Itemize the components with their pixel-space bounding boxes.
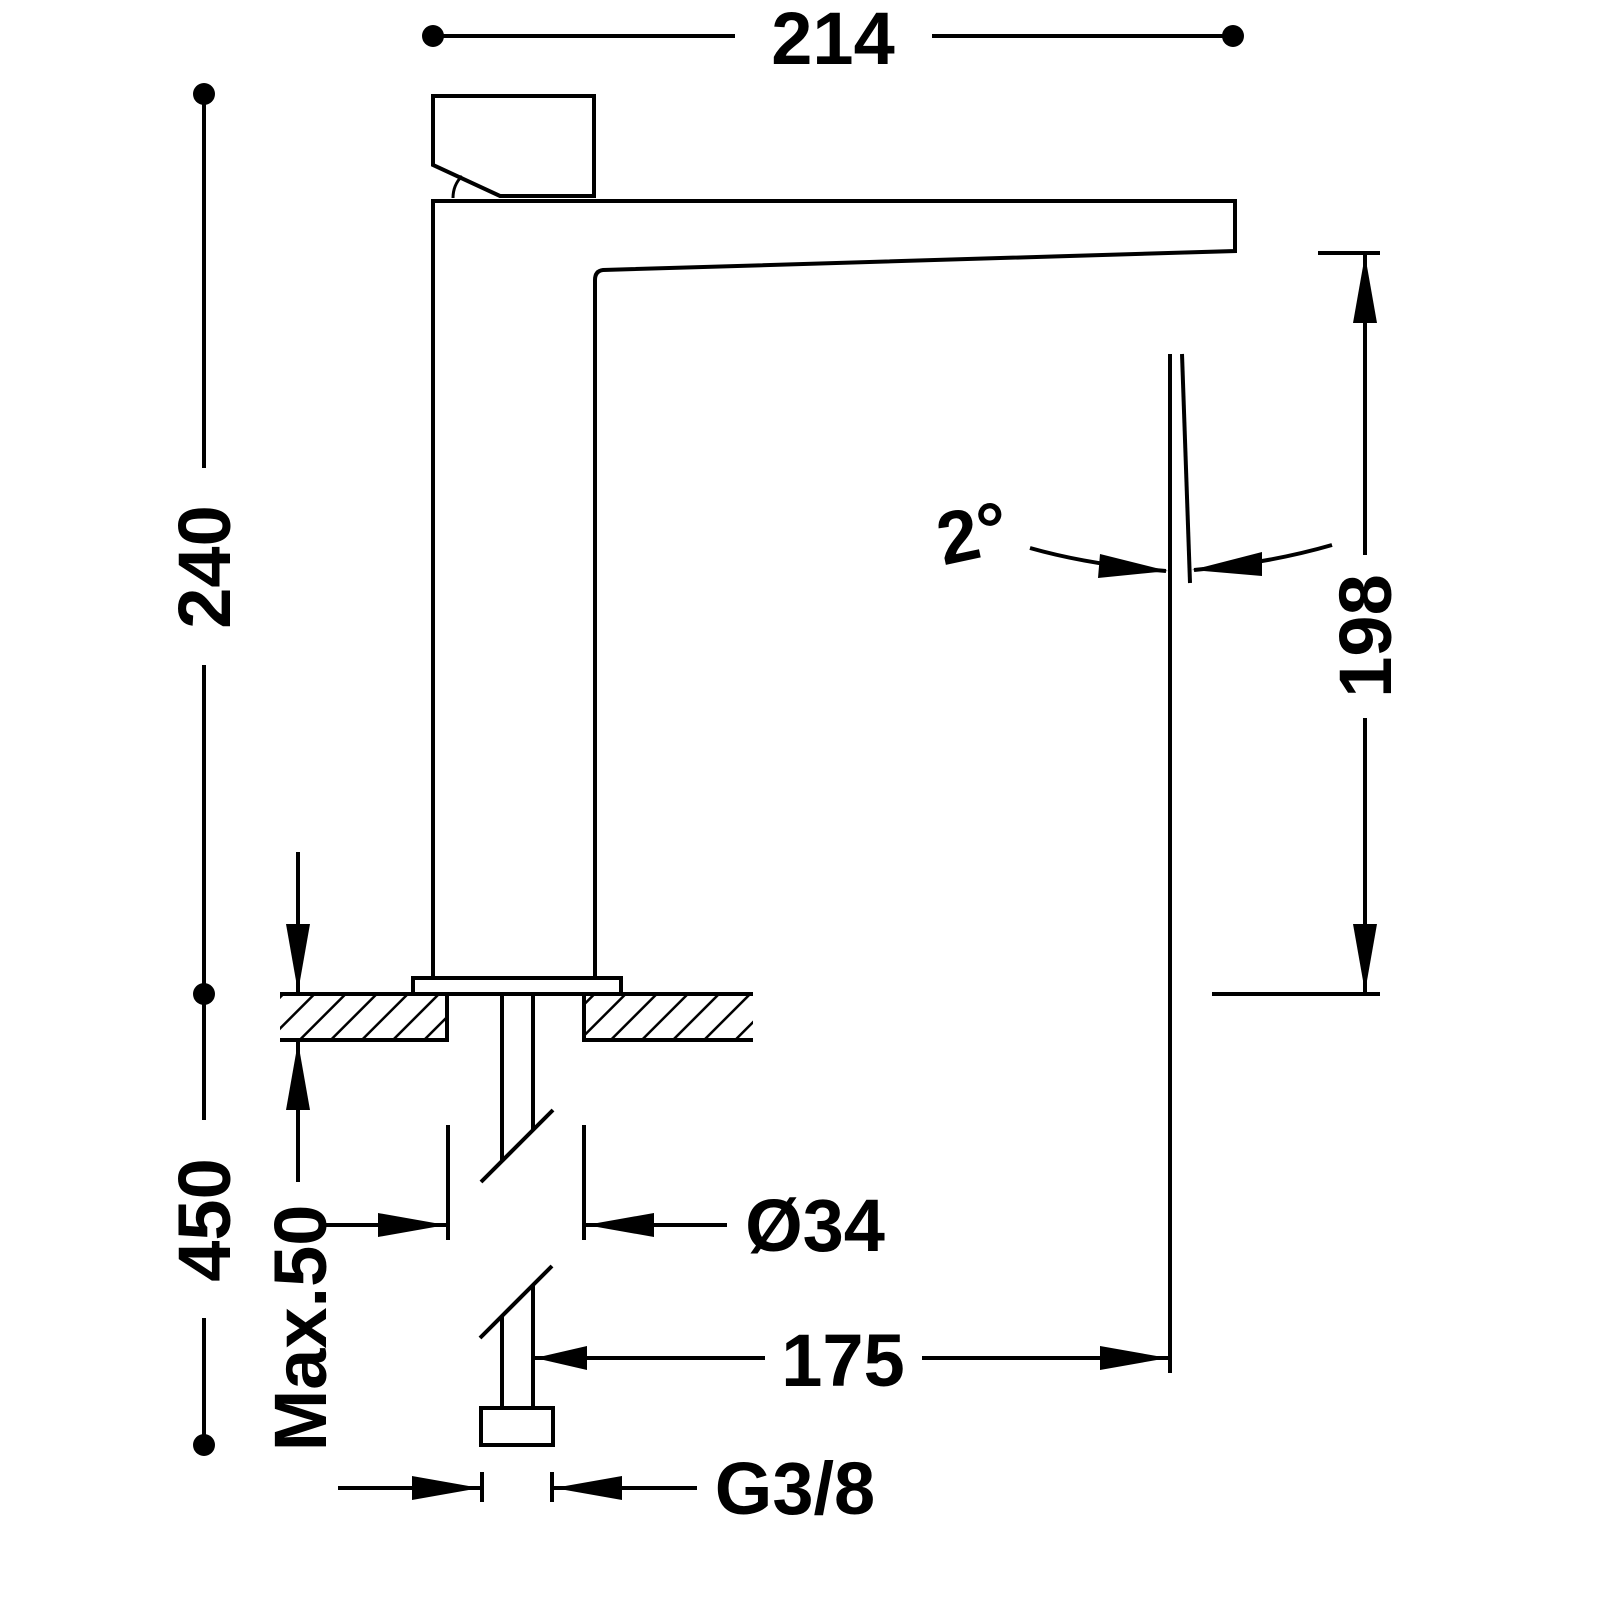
faucet-handle: [431, 94, 596, 199]
label-214: 214: [771, 0, 894, 80]
countertop: [280, 992, 753, 1042]
dimension-height-240: 240: [163, 83, 246, 1005]
faucet-body: [431, 199, 1237, 978]
dimension-reach-175: 175: [535, 1319, 1168, 1402]
dimension-spout-198: 198: [1212, 251, 1407, 996]
dimension-counter-max50: Max.50: [259, 852, 342, 1451]
label-450: 450: [163, 1158, 246, 1281]
label-34: Ø34: [745, 1184, 885, 1267]
label-2deg: 2°: [929, 485, 1015, 581]
hose-connector: [479, 1406, 555, 1447]
base-plate: [411, 976, 623, 996]
dimension-width-214: 214: [422, 0, 1244, 80]
dimension-hose-450: 450: [163, 994, 246, 1456]
dimension-angle-2deg: 2°: [929, 485, 1333, 581]
dimension-hole-34: Ø34: [325, 1125, 885, 1267]
supply-hose: [478, 994, 555, 1447]
label-175: 175: [781, 1319, 904, 1402]
dimension-connection-g38: G3/8: [338, 1447, 875, 1530]
label-198: 198: [1324, 574, 1407, 697]
label-240: 240: [163, 505, 246, 628]
label-g38: G3/8: [715, 1447, 875, 1530]
label-max50: Max.50: [259, 1205, 342, 1452]
water-stream: [1168, 353, 1192, 1373]
